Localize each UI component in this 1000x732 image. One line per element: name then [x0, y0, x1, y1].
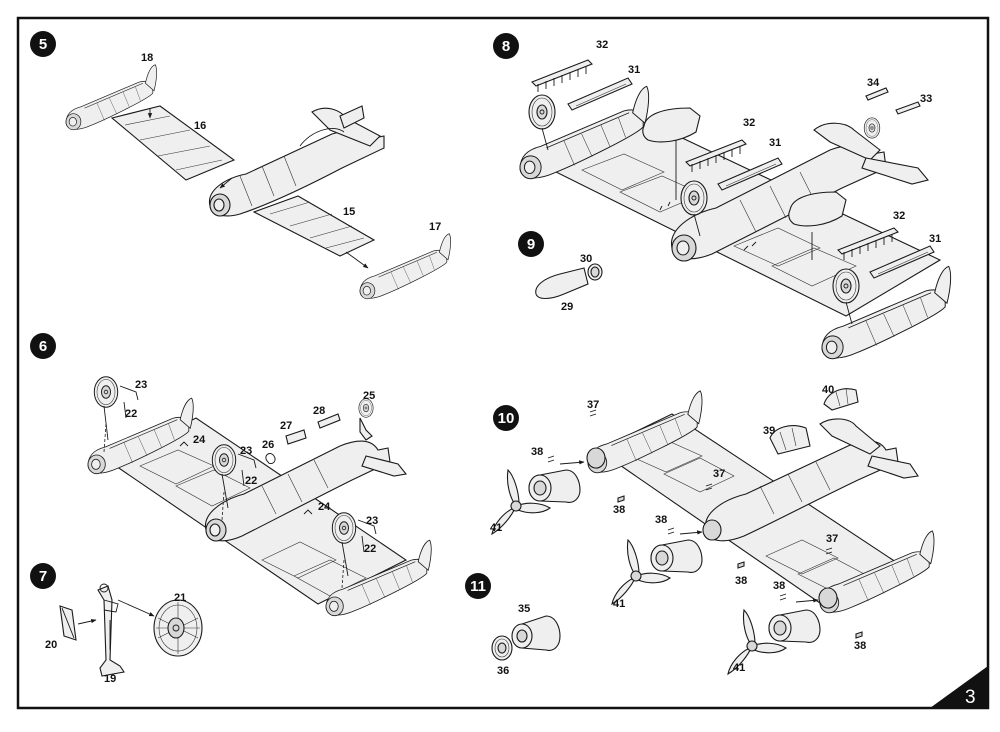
step-10-label-40: 40 — [822, 384, 834, 396]
step-10-label-41b: 41 — [613, 598, 625, 610]
step-6-label-22c: 22 — [364, 543, 376, 555]
step-7-badge — [30, 563, 56, 589]
step-7-label-19: 19 — [104, 673, 116, 685]
step-6-label-27: 27 — [280, 420, 292, 432]
step-8-label-33: 33 — [920, 93, 932, 105]
step-5: 5 18 16 15 17 — [30, 31, 451, 300]
step-8: 8 32 31 — [493, 33, 952, 360]
step-8-label-32a: 32 — [596, 39, 608, 51]
step-10-label-37c: 37 — [826, 533, 838, 545]
step-10-badge — [493, 405, 519, 431]
step-6: 6 23 22 24 23 22 26 27 28 25 24 — [30, 333, 432, 617]
page-frame — [16, 16, 990, 710]
step-10-label-39: 39 — [763, 425, 775, 437]
page-number: 3 — [965, 687, 976, 708]
step-9-label-29: 29 — [561, 301, 573, 313]
step-10-label-38f: 38 — [854, 640, 866, 652]
step-6-label-22b: 22 — [245, 475, 257, 487]
step-6-label-25: 25 — [363, 390, 375, 402]
step-10-label-38b: 38 — [613, 504, 625, 516]
step-8-label-32c: 32 — [893, 210, 905, 222]
step-5-label-18: 18 — [141, 52, 153, 64]
step-5-number: 5 — [39, 36, 47, 53]
step-8-label-31b: 31 — [769, 137, 781, 149]
step-8-label-31c: 31 — [929, 233, 941, 245]
step-5-label-17: 17 — [429, 221, 441, 233]
step-7-label-21: 21 — [174, 592, 186, 604]
step-10-label-38a: 38 — [531, 446, 543, 458]
step-9-number: 9 — [527, 236, 535, 253]
step-6-label-28: 28 — [313, 405, 325, 417]
step-10-label-41c: 41 — [733, 662, 745, 674]
step-7: 7 21 20 19 — [30, 563, 203, 685]
step-8-label-32b: 32 — [743, 117, 755, 129]
step-8-badge — [493, 33, 519, 59]
step-7-number: 7 — [39, 568, 47, 585]
step-9-label-30: 30 — [580, 253, 592, 265]
step-10: 10 — [490, 384, 935, 675]
step-6-label-23c: 23 — [366, 515, 378, 527]
step-11-label-35: 35 — [518, 603, 530, 615]
step-9-badge — [518, 231, 544, 257]
step-11-number: 11 — [470, 578, 486, 595]
step-10-label-38d: 38 — [735, 575, 747, 587]
step-5-badge — [30, 31, 56, 57]
page-corner: 3 — [930, 666, 988, 708]
step-10-number: 10 — [498, 410, 515, 427]
step-10-label-41a: 41 — [490, 522, 502, 534]
step-11-badge — [465, 573, 491, 599]
step-5-label-16: 16 — [194, 120, 206, 132]
step-6-label-24a: 24 — [193, 434, 206, 446]
step-8-label-34: 34 — [867, 77, 880, 89]
step-6-label-23a: 23 — [135, 379, 147, 391]
step-10-label-37a: 37 — [587, 399, 599, 411]
step-9: 9 30 29 — [518, 231, 603, 313]
step-10-label-38e: 38 — [773, 580, 785, 592]
step-6-number: 6 — [39, 338, 47, 355]
step-6-label-26: 26 — [262, 439, 274, 451]
step-8-label-31a: 31 — [628, 64, 640, 76]
step-6-label-24b: 24 — [318, 501, 331, 513]
step-10-label-38c: 38 — [655, 514, 667, 526]
step-10-label-37b: 37 — [713, 468, 725, 480]
step-11-label-36: 36 — [497, 665, 509, 677]
step-8-number: 8 — [502, 38, 510, 55]
step-6-badge — [30, 333, 56, 359]
step-6-label-22a: 22 — [125, 408, 137, 420]
step-6-label-23b: 23 — [240, 445, 252, 457]
step-11: 11 35 36 — [465, 573, 561, 677]
step-5-label-15: 15 — [343, 206, 355, 218]
step-7-label-20: 20 — [45, 639, 57, 651]
